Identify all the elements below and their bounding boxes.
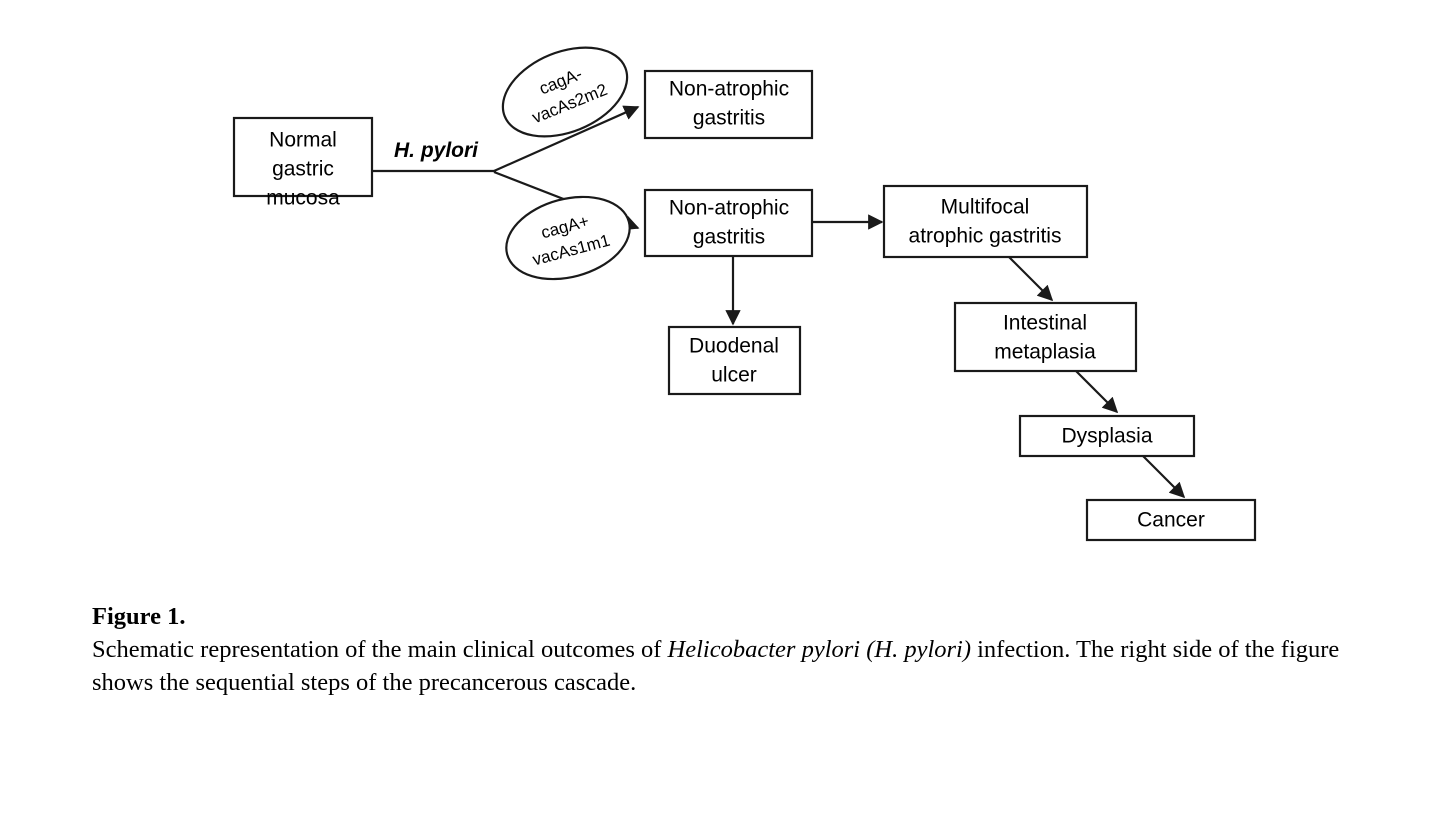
node-intestinal-metaplasia[interactable]: Intestinal metaplasia (953, 301, 1138, 373)
node-duodenal-ulcer-line1: Duodenal (689, 335, 779, 358)
node-multifocal-atrophic-gastritis-line2: atrophic gastritis (909, 225, 1062, 248)
node-cancer-box (1085, 498, 1257, 542)
edge-label-h-pylori: H. pylori (394, 139, 479, 162)
node-dysplasia-box (1018, 414, 1196, 458)
figure-caption-species: Helicobacter pylori (H. pylori) (667, 636, 971, 663)
node-non-atrophic-gastritis-top-box (643, 69, 814, 140)
node-non-atrophic-gastritis-top-line1: Non-atrophic (669, 78, 789, 101)
node-multifocal-atrophic-gastritis-line1: Multifocal (941, 196, 1030, 219)
node-normal-gastric-mucosa-box (232, 116, 374, 198)
node-non-atrophic-gastritis-top[interactable]: Non-atrophic gastritis (643, 69, 814, 140)
figure-caption-part1: Schematic representation of the main cli… (92, 636, 668, 663)
node-non-atrophic-gastritis-bottom-line2: gastritis (693, 226, 765, 249)
node-duodenal-ulcer-box (667, 325, 802, 396)
node-normal-gastric-mucosa-line1: Normal (269, 129, 337, 152)
node-duodenal-ulcer-line2: ulcer (711, 364, 757, 387)
figure-caption-body: Schematic representation of the main cli… (92, 633, 1372, 699)
node-strain-cagA-positive[interactable]: cagA+ vacAs1m1 (497, 184, 639, 292)
edge-multifocal-to-intestinal-metaplasia (1008, 256, 1054, 302)
node-dysplasia-line1: Dysplasia (1061, 425, 1152, 448)
node-multifocal-atrophic-gastritis-box (882, 184, 1089, 259)
node-non-atrophic-gastritis-bottom[interactable]: Non-atrophic gastritis (643, 188, 814, 258)
node-strain-cagA-negative-ellipse (501, 46, 629, 138)
figure-caption-part2: infection. The right side of the figure … (92, 636, 1340, 696)
node-intestinal-metaplasia-box (953, 301, 1138, 373)
figure-caption-title: Figure 1. (92, 603, 186, 630)
edge-dysplasia-to-cancer (1142, 455, 1186, 499)
figure-caption: Figure 1. Schematic representation of th… (92, 600, 1372, 699)
node-non-atrophic-gastritis-bottom-line1: Non-atrophic (669, 197, 789, 220)
node-strain-cagA-positive-ellipse (505, 195, 631, 281)
node-non-atrophic-gastritis-top-line2: gastritis (693, 107, 765, 130)
node-cancer-line1: Cancer (1137, 509, 1205, 532)
node-cancer[interactable]: Cancer (1085, 498, 1257, 542)
node-duodenal-ulcer[interactable]: Duodenal ulcer (667, 325, 802, 396)
node-normal-gastric-mucosa-line3: mucosa (266, 187, 340, 210)
edge-intestinal-metaplasia-to-dysplasia (1075, 370, 1119, 414)
node-normal-gastric-mucosa[interactable]: Normal gastric mucosa (232, 116, 374, 210)
edge-branch-to-non-atrophic-top (493, 105, 640, 173)
node-dysplasia[interactable]: Dysplasia (1018, 414, 1196, 458)
node-normal-gastric-mucosa-line2: gastric (272, 158, 334, 181)
flowchart-diagram: Normal gastric mucosa H. pylori Non-atro… (232, 31, 1257, 542)
node-non-atrophic-gastritis-bottom-box (643, 188, 814, 258)
node-intestinal-metaplasia-line2: metaplasia (994, 341, 1096, 364)
node-intestinal-metaplasia-line1: Intestinal (1003, 312, 1087, 335)
node-strain-cagA-negative[interactable]: cagA- vacAs2m2 (490, 31, 641, 154)
node-multifocal-atrophic-gastritis[interactable]: Multifocal atrophic gastritis (882, 184, 1089, 259)
